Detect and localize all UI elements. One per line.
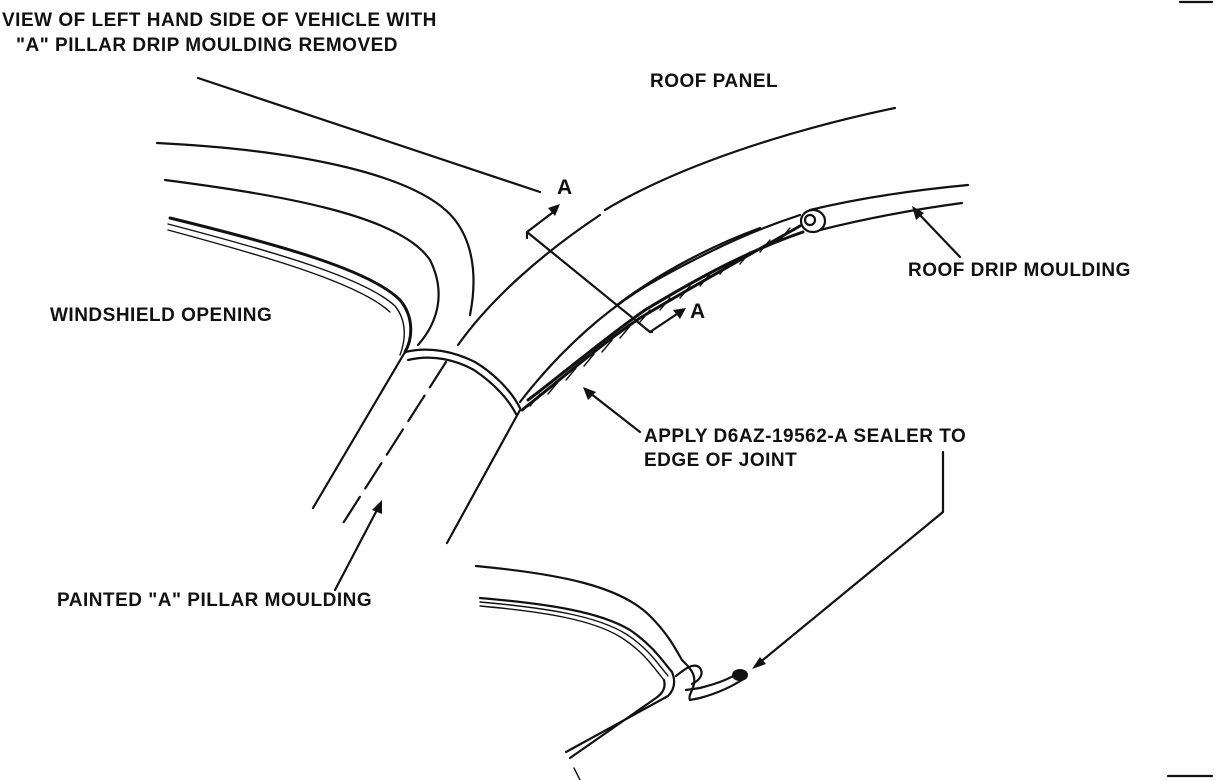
- detail-leader-line: [756, 450, 945, 666]
- windshield-glass-edge-1: [168, 216, 413, 354]
- sealer-leader-line: [588, 391, 642, 434]
- roof-panel-front-edge-cont: [603, 106, 897, 212]
- label-sealer-line-1: APPLY D6AZ-19562-A SEALER TO: [644, 426, 967, 447]
- label-sealer-line-2: EDGE OF JOINT: [644, 450, 798, 471]
- drip-moulding-end-inner: [803, 213, 817, 227]
- section-line: [525, 230, 654, 334]
- sealer-leader-arrowhead: [583, 387, 596, 400]
- label-windshield-opening: WINDSHIELD OPENING: [50, 305, 273, 326]
- section-arrow-upper: [525, 208, 558, 234]
- pillar-joint-band-top: [403, 348, 522, 410]
- detail-leader-arrowhead: [752, 657, 766, 669]
- pillar-right-edge: [445, 408, 522, 545]
- drip-moulding-bottom: [818, 201, 964, 232]
- drip-leader-arrowhead: [912, 206, 924, 220]
- drip-moulding-top: [808, 183, 970, 212]
- pillar-left-edge: [311, 350, 407, 510]
- title-line-2: "A" PILLAR DRIP MOULDING REMOVED: [16, 35, 399, 56]
- section-arrowhead-upper: [548, 204, 560, 216]
- windshield-contour-outer: [155, 141, 475, 317]
- windshield-glass-edge-2: [167, 223, 405, 356]
- section-mark-lower: A: [690, 300, 706, 323]
- label-painted-pillar: PAINTED "A" PILLAR MOULDING: [57, 590, 373, 611]
- section-detail-view: [474, 564, 748, 780]
- pillar-joint-band-bottom: [406, 356, 518, 416]
- pillar-leader-line: [333, 506, 380, 592]
- roof-panel-rear-edge-upper: [615, 226, 762, 307]
- pillar-inner-edge-dashed: [338, 360, 448, 530]
- drip-leader-line: [916, 211, 962, 259]
- section-mark-upper: A: [557, 176, 573, 199]
- sealer-bead: [520, 224, 805, 412]
- section-arrow-lower: [648, 310, 682, 334]
- windshield-contour-middle: [163, 178, 440, 347]
- label-roof-drip-moulding: ROOF DRIP MOULDING: [908, 260, 1131, 281]
- roof-panel-front-edge: [456, 213, 602, 347]
- drip-moulding-end-cap: [799, 208, 827, 234]
- title-leader-line: [196, 76, 542, 194]
- roof-panel-rear-edge: [518, 213, 802, 404]
- windshield-glass-edge-3: [167, 229, 391, 313]
- section-arrowhead-lower: [673, 308, 686, 319]
- pillar-leader-arrowhead: [372, 500, 382, 514]
- title-line-1: VIEW OF LEFT HAND SIDE OF VEHICLE WITH: [2, 10, 437, 31]
- label-roof-panel: ROOF PANEL: [650, 71, 779, 92]
